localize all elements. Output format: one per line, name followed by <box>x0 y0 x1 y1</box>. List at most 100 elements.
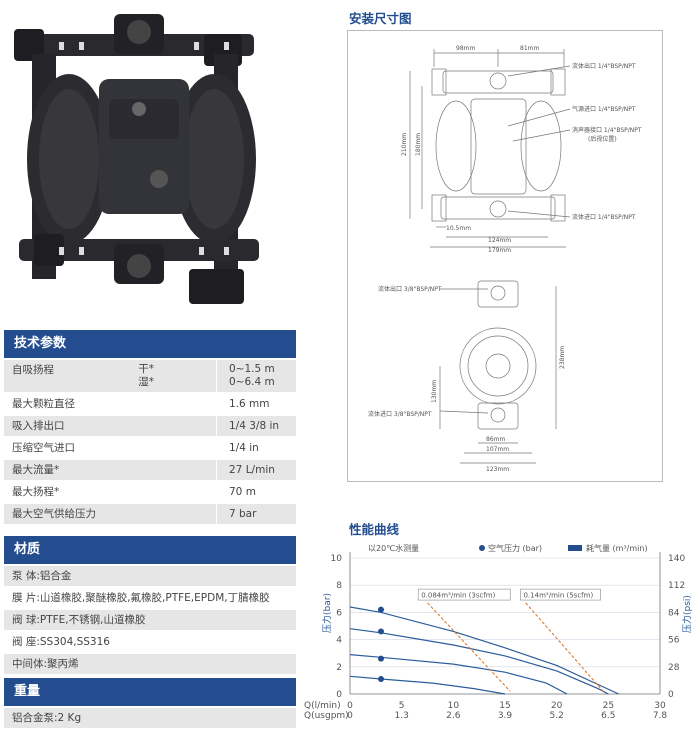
spec-label: 吸入排出口 <box>12 420 65 432</box>
spec-row-air-inlet: 压缩空气进口 1/4 in <box>4 438 296 458</box>
spec-value: 0~1.5 m 0~6.4 m <box>216 360 275 392</box>
air-callout-text: 0.14m³/min (5scfm) <box>524 592 594 600</box>
x-label-usgpm: Q(usgpm) <box>304 711 349 721</box>
label-muffler: 消声器接口 1/4"BSP/NPT <box>572 126 642 134</box>
performance-title: 性能曲线 <box>349 522 400 537</box>
legend-water: 以20℃水测量 <box>368 543 419 553</box>
x-tick-usgpm: 6.5 <box>601 711 615 721</box>
legend-consumption: 耗气量 (m³/min) <box>586 543 648 553</box>
y-tick-bar: 6 <box>336 608 342 618</box>
y-tick-psi: 56 <box>668 636 680 646</box>
specs-header: 技术参数 <box>4 330 296 358</box>
pressure-curve <box>349 675 506 695</box>
pressure-marker <box>378 628 384 635</box>
spec-label: 最大流量* <box>12 464 60 476</box>
pressure-curve <box>349 628 609 695</box>
legend-consumption-swatch <box>568 545 582 551</box>
materials-header: 材质 <box>4 536 296 564</box>
spec-value-wet: 0~6.4 m <box>229 376 275 388</box>
label-inlet: 流体进口 1/4"BSP/NPT <box>572 213 636 221</box>
y-tick-bar: 0 <box>336 690 342 700</box>
dim-180: 180mm <box>415 133 422 156</box>
spec-value: 1/4 in <box>216 438 259 458</box>
spec-row-suction-lift: 自吸扬程 干* 湿* 0~1.5 m 0~6.4 m <box>4 360 296 392</box>
x-tick-lpm: 25 <box>603 701 614 711</box>
spec-row-ports: 吸入排出口 1/4 3/8 in <box>4 416 296 436</box>
material-row-ball: 阀 球:PTFE,不锈钢,山道橡胶 <box>4 610 296 630</box>
spec-label: 压缩空气进口 <box>12 442 75 454</box>
x-tick-usgpm: 5.2 <box>550 711 564 721</box>
y-tick-psi: 84 <box>668 608 680 618</box>
spec-value: 7 bar <box>216 504 256 524</box>
air-callout-text: 0.084m³/min (3scfm) <box>421 592 495 600</box>
spec-value: 1.6 mm <box>216 394 270 414</box>
spec-value: 70 m <box>216 482 256 502</box>
dimension-drawing: 98mm 81mm 210mm 180mm 10.5mm 124mm 179mm… <box>368 45 642 473</box>
y-label-left: 压力(bar) <box>321 593 333 633</box>
dim-81: 81mm <box>520 45 539 52</box>
dim-86: 86mm <box>486 436 505 443</box>
dim-210: 210mm <box>401 133 408 156</box>
x-label-lpm: Q(l/min) <box>304 701 341 711</box>
spec-row-particle: 最大颗粒直径 1.6 mm <box>4 394 296 414</box>
y-tick-psi: 140 <box>668 554 685 564</box>
x-tick-usgpm: 3.9 <box>498 711 513 721</box>
y-tick-psi: 112 <box>668 581 685 591</box>
x-tick-lpm: 30 <box>654 701 666 711</box>
weight-header: 重量 <box>4 678 296 706</box>
legend-pressure-marker <box>479 545 485 551</box>
y-tick-bar: 8 <box>336 581 342 591</box>
spec-label: 最大空气供给压力 <box>12 508 96 520</box>
dim-238: 238mm <box>559 346 566 369</box>
label-inlet-side: 流体进口 3/8"BSP/NPT <box>368 410 432 418</box>
pressure-marker <box>378 676 384 683</box>
air-consumption-line <box>525 602 604 692</box>
label-air-inlet: 气源进口 1/4"BSP/NPT <box>572 105 636 113</box>
x-tick-lpm: 20 <box>551 701 563 711</box>
air-callout-box <box>520 588 601 601</box>
material-row-seat: 阀 座:SS304,SS316 <box>12 636 110 648</box>
x-tick-usgpm: 0 <box>347 711 353 721</box>
air-callout-box <box>417 588 511 601</box>
spec-value-dry: 0~1.5 m <box>229 363 275 375</box>
pressure-marker <box>378 606 384 613</box>
dim-98: 98mm <box>456 45 475 52</box>
dim-10-5: 10.5mm <box>446 225 471 232</box>
y-tick-bar: 2 <box>336 663 342 673</box>
performance-chart: 以20℃水测量 空气压力 (bar) 耗气量 (m³/min) 压力(bar) … <box>304 543 693 721</box>
y-label-right: 压力(psi) <box>681 595 693 633</box>
x-tick-usgpm: 7.8 <box>653 711 668 721</box>
y-tick-bar: 10 <box>331 554 343 564</box>
pressure-curve <box>349 606 619 695</box>
x-tick-lpm: 10 <box>448 701 460 711</box>
spec-sub-wet: 湿* <box>138 376 154 388</box>
label-muffler-note: (后视位置) <box>588 135 617 143</box>
spec-label: 自吸扬程 <box>12 364 54 376</box>
y-tick-bar: 4 <box>336 636 342 646</box>
dim-107: 107mm <box>486 446 509 453</box>
spec-label: 最大颗粒直径 <box>12 398 75 410</box>
dim-130: 130mm <box>431 380 438 403</box>
y-tick-psi: 0 <box>668 690 674 700</box>
spec-value: 1/4 3/8 in <box>216 416 279 436</box>
x-tick-lpm: 5 <box>399 701 405 711</box>
label-outlet-side: 流体出口 3/8"BSP/NPT <box>378 285 442 293</box>
spec-row-max-air: 最大空气供给压力 7 bar <box>4 504 296 524</box>
legend-pressure: 空气压力 (bar) <box>488 543 542 553</box>
spec-sub-dry: 干* <box>138 363 154 375</box>
label-outlet: 流体出口 1/4"BSP/NPT <box>572 62 636 70</box>
material-row-diaphragm: 膜 片:山道橡胶,聚醚橡胶,氟橡胶,PTFE,EPDM,丁腈橡胶 <box>12 592 270 604</box>
air-consumption-line <box>427 602 511 692</box>
pump-photo <box>4 4 294 324</box>
dim-123: 123mm <box>486 466 509 473</box>
spec-value: 27 L/min <box>216 460 275 480</box>
spec-label: 最大扬程* <box>12 486 60 498</box>
pressure-curve <box>349 654 568 695</box>
spec-row-max-head: 最大扬程* 70 m <box>4 482 296 502</box>
material-row-body: 泵 体:铝合金 <box>4 566 296 586</box>
weight-row: 铝合金泵:2 Kg <box>4 708 296 728</box>
x-tick-lpm: 15 <box>499 701 510 711</box>
install-title: 安装尺寸图 <box>349 11 412 26</box>
dimension-drawing-box: 98mm 81mm 210mm 180mm 10.5mm 124mm 179mm… <box>347 30 663 482</box>
y-tick-psi: 28 <box>668 663 680 673</box>
